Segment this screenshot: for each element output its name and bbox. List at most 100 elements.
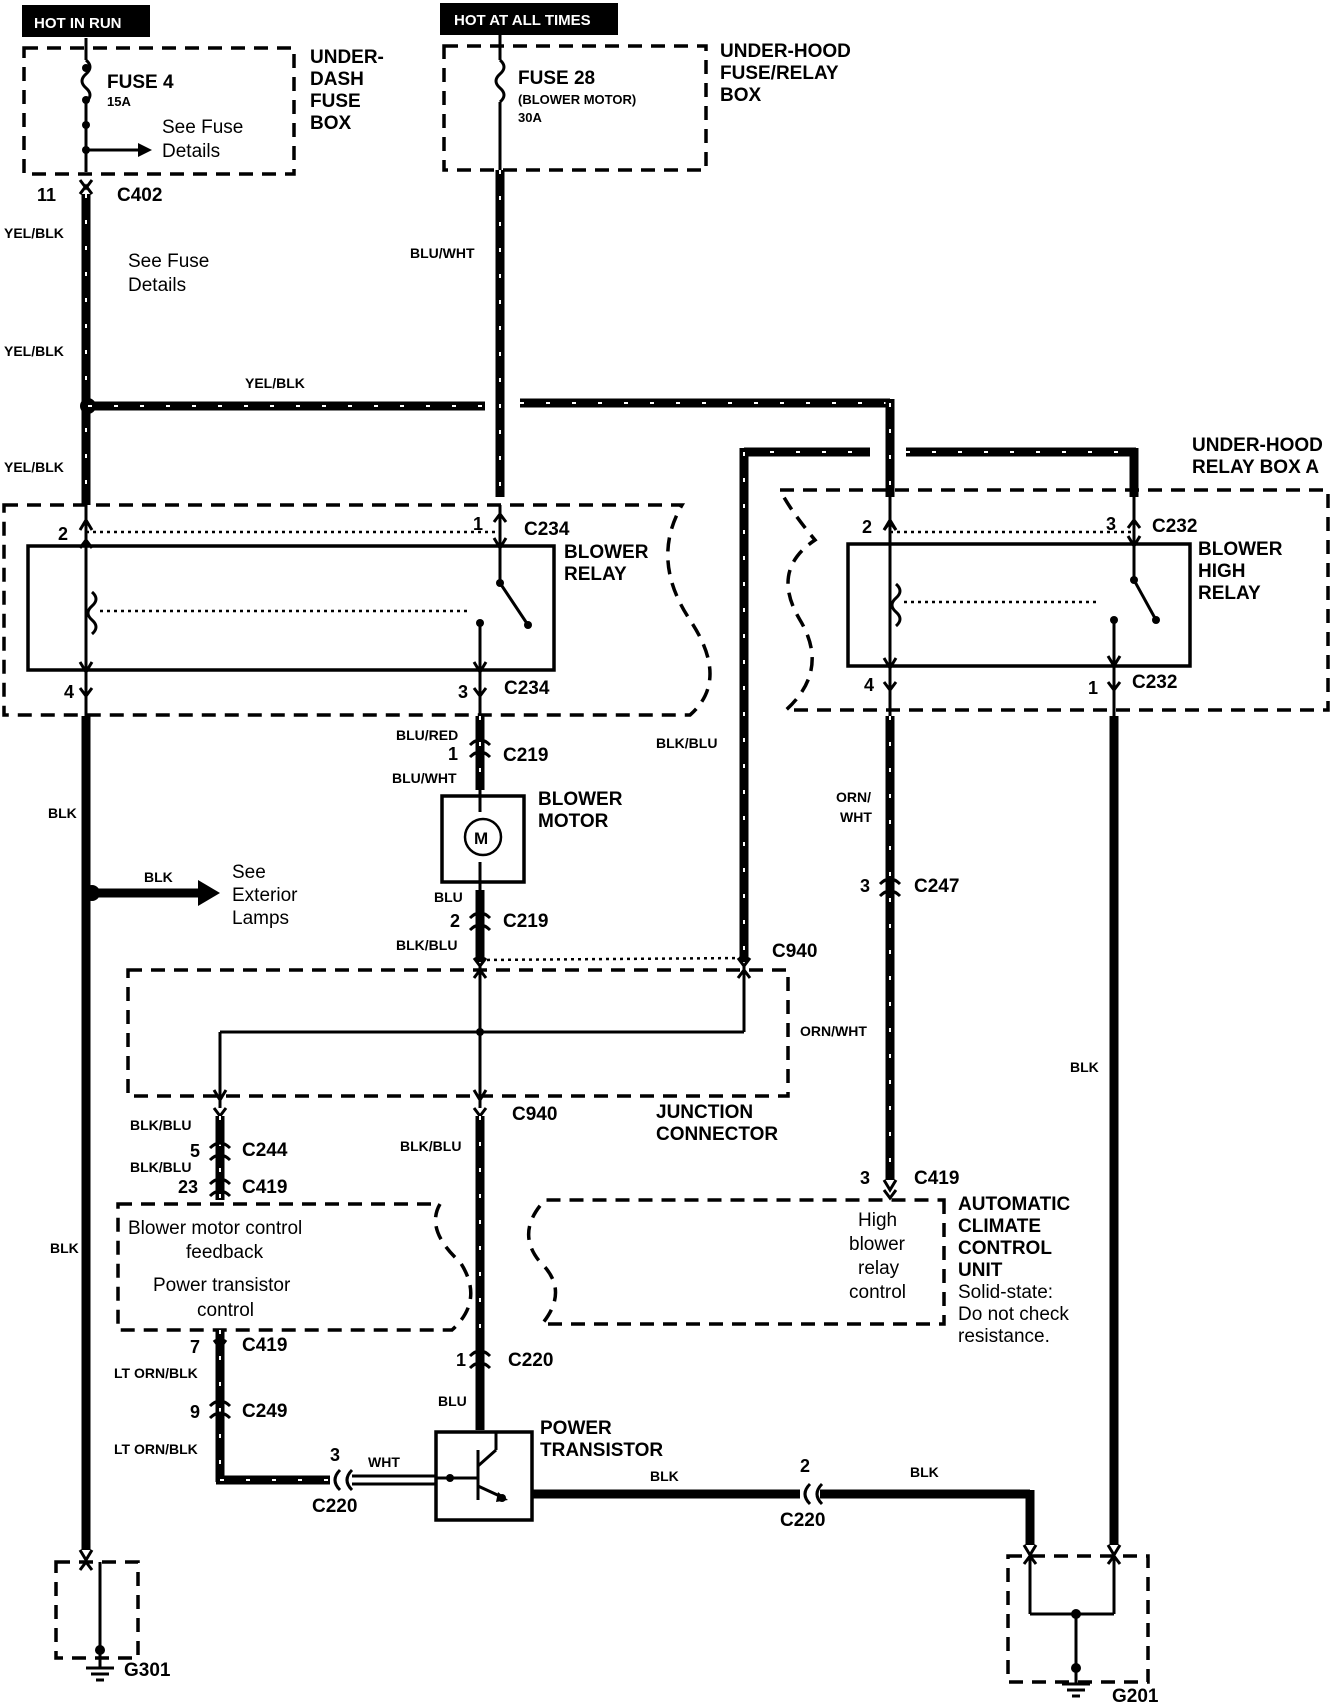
g201-box: [1006, 1554, 1150, 1684]
fuse-relay-box-label-1: UNDER-HOOD: [720, 41, 851, 62]
blu-red-label: BLU/RED: [396, 727, 458, 743]
acc-note-1: Solid-state:: [958, 1282, 1053, 1303]
exterior-1: See: [232, 862, 266, 883]
acc-right-1: High: [858, 1210, 897, 1231]
c249-label: C249: [242, 1401, 287, 1422]
blu-label-motor: BLU: [434, 889, 463, 905]
c244-pin: 5: [190, 1141, 200, 1161]
orn-label: ORN/: [836, 789, 871, 805]
blk-blu-label-acc-1: BLK/BLU: [130, 1117, 191, 1133]
acc-right-4: control: [849, 1282, 906, 1303]
junction-name-1: JUNCTION: [656, 1102, 753, 1123]
power-transistor-name-2: TRANSISTOR: [540, 1440, 663, 1461]
hot-at-all-times-label: HOT AT ALL TIMES: [454, 12, 591, 29]
c419-pin23: 23: [178, 1177, 198, 1197]
fuse-details-arrow-icon: [138, 143, 152, 157]
blk-label-left-1: BLK: [48, 805, 77, 821]
c220-label-3: C220: [312, 1496, 357, 1517]
junction-connector-box: [126, 968, 790, 1098]
blower-relay-coil: [86, 590, 98, 636]
fuse4-symbol: [80, 58, 92, 104]
acc-right-2: blower: [849, 1234, 906, 1255]
blower-relay-name-1: BLOWER: [564, 542, 649, 563]
blk-blu-label-mid: BLK/BLU: [400, 1138, 461, 1154]
c249-pin: 9: [190, 1402, 200, 1422]
blower-high-pin4: 4: [864, 675, 874, 695]
acc-left-4: control: [197, 1300, 254, 1321]
fuse4-see-details-2: Details: [162, 141, 220, 162]
under-hood-fuse-relay-box: [442, 44, 708, 172]
blower-high-name-2: HIGH: [1198, 561, 1246, 582]
g301-label: G301: [124, 1660, 171, 1681]
blower-relay-body: [26, 544, 556, 672]
blower-high-pin1: 1: [1088, 678, 1098, 698]
mid-see-fuse-1: See Fuse: [128, 251, 209, 272]
blk-blu-label-acc-2: BLK/BLU: [130, 1159, 191, 1175]
under-dash-label-2: DASH: [310, 69, 364, 90]
fuse4-rating: 15A: [107, 94, 131, 109]
mid-see-fuse-2: Details: [128, 275, 186, 296]
blower-high-relay-coil: [890, 582, 902, 628]
c419-pin7: 7: [190, 1337, 200, 1357]
blk-label-transistor-1: BLK: [650, 1468, 679, 1484]
under-dash-fuse-box: [22, 46, 296, 176]
blk-blu-label-motor: BLK/BLU: [396, 937, 457, 953]
c247-pin: 3: [860, 876, 870, 896]
blk-label-left-2: BLK: [50, 1240, 79, 1256]
fuse-relay-box-label-2: FUSE/RELAY: [720, 63, 839, 84]
under-dash-label-3: FUSE: [310, 91, 361, 112]
orn-wht-label-junction: ORN/WHT: [800, 1023, 867, 1039]
c220-pin1: 1: [456, 1350, 466, 1370]
acc-right-3: relay: [858, 1258, 900, 1279]
c219-label-top: C219: [503, 745, 548, 766]
c219-label-bottom: C219: [503, 911, 548, 932]
fuse4-name: FUSE 4: [107, 72, 174, 93]
blk-blu-label-long: BLK/BLU: [656, 735, 717, 751]
blower-relay-switch: [498, 582, 530, 626]
under-dash-label-1: UNDER-: [310, 47, 384, 68]
c419-pin3: 3: [860, 1168, 870, 1188]
acc-name-1: AUTOMATIC: [958, 1194, 1071, 1215]
relay-box-a-label-1: UNDER-HOOD: [1192, 435, 1323, 456]
g301-box: [54, 1560, 140, 1660]
c220-pin3: 3: [330, 1445, 340, 1465]
c419-label-23: C419: [242, 1177, 287, 1198]
yel-blk-label-1: YEL/BLK: [4, 225, 64, 241]
relay-box-a: [777, 488, 1330, 712]
blk-label-exterior: BLK: [144, 869, 173, 885]
junction-name-2: CONNECTOR: [656, 1124, 778, 1145]
blower-high-c232-bottom: C232: [1132, 672, 1177, 693]
acc-name-3: CONTROL: [958, 1238, 1052, 1259]
acc-name-2: CLIMATE: [958, 1216, 1041, 1237]
exterior-3: Lamps: [232, 908, 289, 929]
c247-label: C247: [914, 876, 959, 897]
c940-label-bottom: C940: [512, 1104, 557, 1125]
acc-left-2: feedback: [186, 1242, 264, 1263]
acc-left-1: Blower motor control: [128, 1218, 302, 1239]
acc-note-3: resistance.: [958, 1326, 1050, 1347]
exterior-lamps-arrow-icon: [198, 880, 220, 906]
blower-high-c232-top: C232: [1152, 516, 1197, 537]
fuse4-see-details-1: See Fuse: [162, 117, 243, 138]
blower-high-relay-body: [846, 542, 1192, 668]
blower-motor-box: [440, 794, 526, 884]
fuse-relay-box-label-3: BOX: [720, 85, 762, 106]
acc-note-2: Do not check: [958, 1304, 1069, 1325]
blower-high-relay-switch: [1132, 579, 1158, 621]
yel-blk-label-4: YEL/BLK: [245, 375, 305, 391]
c244-label: C244: [242, 1140, 288, 1161]
blu-wht-label-motor: BLU/WHT: [392, 770, 457, 786]
under-dash-label-4: BOX: [310, 113, 352, 134]
blower-motor-name-1: BLOWER: [538, 789, 623, 810]
c220-label-2: C220: [780, 1510, 825, 1531]
c219-pin1: 1: [448, 744, 458, 764]
blower-relay-box: [2, 503, 712, 717]
fuse28-symbol: [494, 58, 506, 104]
fuse28-name: FUSE 28: [518, 68, 595, 89]
blk-label-transistor-2: BLK: [910, 1464, 939, 1480]
c419-label-3: C419: [914, 1168, 959, 1189]
c402-label: C402: [117, 185, 162, 206]
blower-relay-pin4: 4: [64, 682, 74, 702]
blower-high-pin3: 3: [1106, 514, 1116, 534]
